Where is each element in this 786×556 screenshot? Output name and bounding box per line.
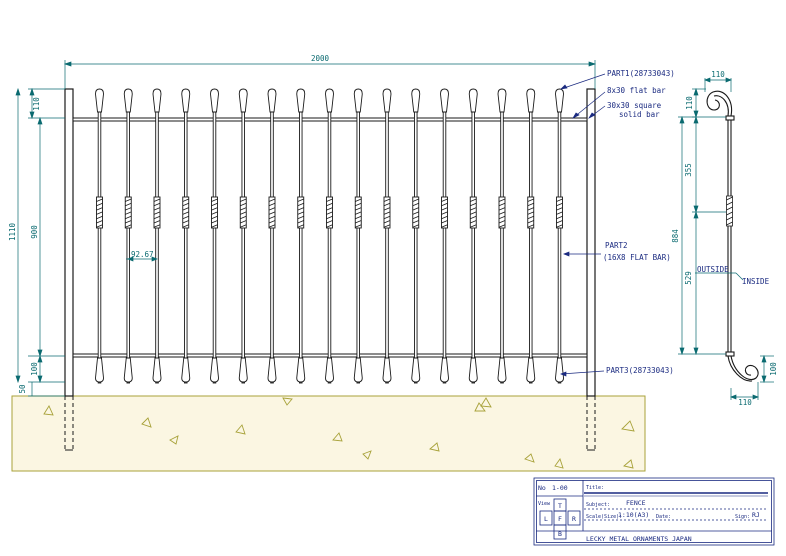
dim-side-bottom-width: 110: [738, 398, 752, 407]
dim-side-bottom-height: 100: [769, 362, 778, 376]
dim-side-total: 884: [671, 229, 680, 243]
tb-view-b: B: [558, 530, 562, 538]
picket: [325, 88, 334, 384]
picket: [497, 88, 507, 384]
ground-area: [11, 395, 646, 472]
picket: [411, 88, 421, 384]
label-outside: OUTSIDE: [697, 265, 729, 274]
picket: [95, 88, 104, 384]
label-part2: PART2: [605, 241, 628, 250]
picket: [382, 88, 392, 384]
label-square-bar: 30x30 square: [607, 101, 662, 110]
top-scroll: [706, 90, 733, 117]
side-dimension-lines: [678, 77, 774, 400]
fence-posts: [64, 88, 596, 397]
picket: [440, 88, 449, 384]
left-post: [64, 88, 74, 397]
tb-scale-label: Scale(Size):: [586, 514, 622, 520]
label-flat-bar: 8x30 flat bar: [607, 86, 666, 95]
dim-side-upper: 355: [684, 163, 693, 177]
pickets: [95, 88, 564, 384]
picket: [267, 88, 277, 384]
tb-subject-label: Subject:: [586, 502, 610, 508]
tb-no-value: 1-00: [552, 484, 568, 492]
tb-company: LECKY METAL ORNAMENTS JAPAN: [586, 535, 692, 543]
tb-view-t: T: [558, 502, 562, 510]
picket: [152, 88, 162, 384]
label-inside: INSIDE: [742, 277, 770, 286]
side-twist: [726, 195, 733, 227]
tb-sign-value: RJ: [752, 511, 760, 519]
picket: [123, 88, 133, 384]
tb-title-label: Title:: [586, 485, 604, 491]
picket: [238, 88, 248, 384]
dim-side-top-width: 110: [711, 70, 725, 79]
tb-view-label: View: [538, 501, 551, 507]
dim-bottom-space: 100: [30, 362, 39, 376]
title-block: [533, 477, 775, 546]
right-post: [586, 88, 596, 397]
side-elevation: [706, 90, 759, 382]
post-footings: [64, 396, 596, 450]
ground-aggregate-marks: [43, 397, 635, 469]
dim-top-space: 110: [32, 97, 41, 111]
tb-subject-value: FENCE: [626, 499, 646, 507]
label-part1: PART1(28733043): [607, 69, 675, 78]
tb-view-r: R: [572, 515, 576, 523]
picket: [555, 88, 564, 384]
dim-side-top-height: 110: [685, 96, 694, 110]
picket: [353, 88, 363, 384]
tb-sign-label: Sign:: [735, 514, 750, 520]
tb-date-label: Date:: [656, 514, 671, 520]
dim-side-lower: 529: [684, 271, 693, 285]
dim-inner-height: 900: [30, 225, 39, 239]
dim-overall-width: 2000: [311, 54, 330, 63]
tb-view-f: F: [558, 515, 562, 523]
picket: [181, 88, 191, 384]
dim-ground-gap: 50: [18, 384, 27, 394]
dim-overall-height: 1110: [8, 222, 17, 241]
picket: [526, 88, 536, 384]
picket: [210, 88, 219, 384]
bottom-scroll: [730, 355, 759, 380]
label-part2-spec: (16X8 FLAT BAR): [603, 253, 671, 262]
picket: [296, 88, 306, 384]
dimension-lines: [15, 60, 597, 397]
tb-scale-value: 1:10(A3): [618, 511, 649, 519]
label-solid-bar: solid bar: [619, 110, 660, 119]
tb-view-l: L: [544, 515, 548, 523]
dim-spacing: 92.67: [131, 250, 154, 259]
leader-lines: [559, 73, 606, 377]
label-part3: PART3(28733043): [606, 366, 674, 375]
picket: [468, 88, 478, 384]
tb-no-label: No: [538, 484, 546, 492]
